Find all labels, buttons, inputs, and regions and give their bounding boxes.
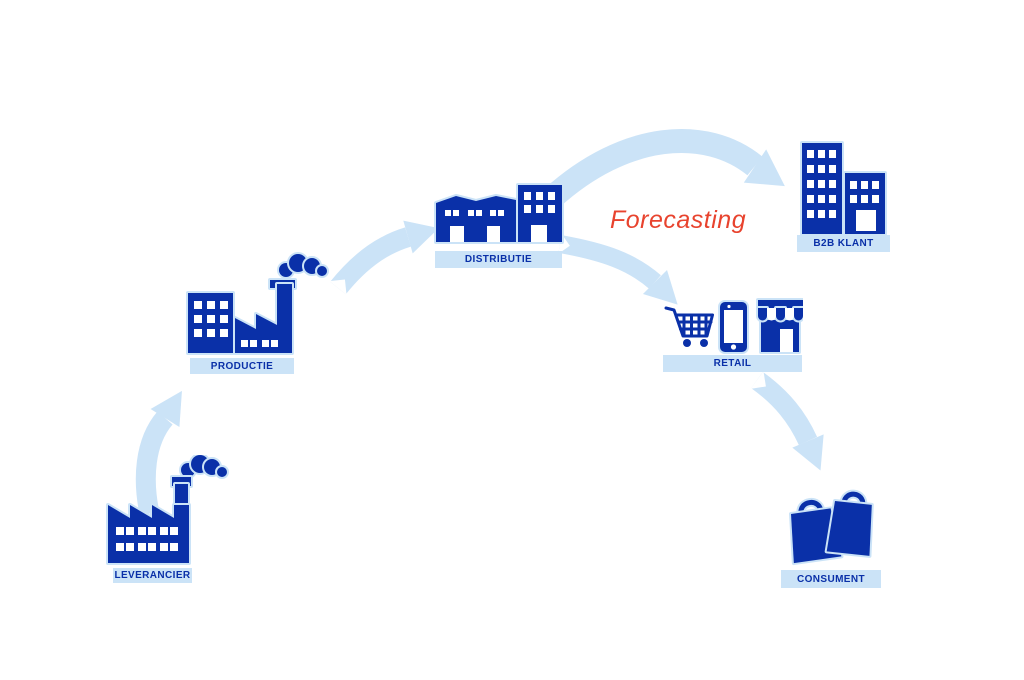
arrow-productie-to-distributie — [329, 220, 439, 295]
office-windows — [807, 150, 879, 218]
node-productie — [182, 252, 332, 382]
storefront-icon — [756, 298, 805, 354]
label-leverancier: LEVERANCIER — [113, 568, 192, 583]
chimney — [170, 475, 193, 511]
label-b2b-klant: B2B KLANT — [797, 235, 890, 252]
store-door — [780, 329, 793, 352]
warehouse-doors — [450, 225, 547, 242]
shopping-cart-icon — [664, 306, 714, 347]
retail-icons — [664, 298, 805, 354]
factory-body — [233, 282, 294, 355]
office-tower — [800, 141, 844, 236]
factory-smoke-icon — [106, 453, 229, 565]
arrow-distributie-to-b2b-klant — [543, 129, 785, 208]
shopping-bags-icon — [789, 489, 874, 566]
warehouse-buildings-icon — [434, 183, 564, 244]
shopping-bag-right — [824, 489, 874, 558]
store-awning — [756, 298, 805, 323]
office-buildings-icon — [800, 141, 887, 236]
smoke-cloud-icon — [179, 453, 229, 479]
warehouse-body — [434, 194, 518, 244]
warehouse-windows — [445, 192, 555, 216]
forecasting-annotation: Forecasting — [610, 206, 747, 234]
factory-buildings-icon — [186, 252, 329, 355]
smoke-cloud-icon — [277, 252, 329, 279]
office-door — [856, 210, 876, 231]
label-retail: RETAIL — [663, 355, 802, 372]
node-distributie — [431, 180, 566, 255]
node-consument — [778, 482, 883, 579]
building-windows — [194, 301, 278, 347]
arrow-retail-to-consument — [750, 371, 824, 471]
label-distributie: DISTRIBUTIE — [435, 251, 562, 268]
label-consument: CONSUMENT — [781, 570, 881, 588]
factory-windows — [116, 527, 178, 551]
node-leverancier — [100, 453, 230, 580]
label-productie: PRODUCTIE — [190, 358, 294, 374]
smartphone-icon — [718, 300, 749, 354]
node-b2b-klant — [796, 138, 891, 243]
node-retail — [662, 296, 805, 361]
